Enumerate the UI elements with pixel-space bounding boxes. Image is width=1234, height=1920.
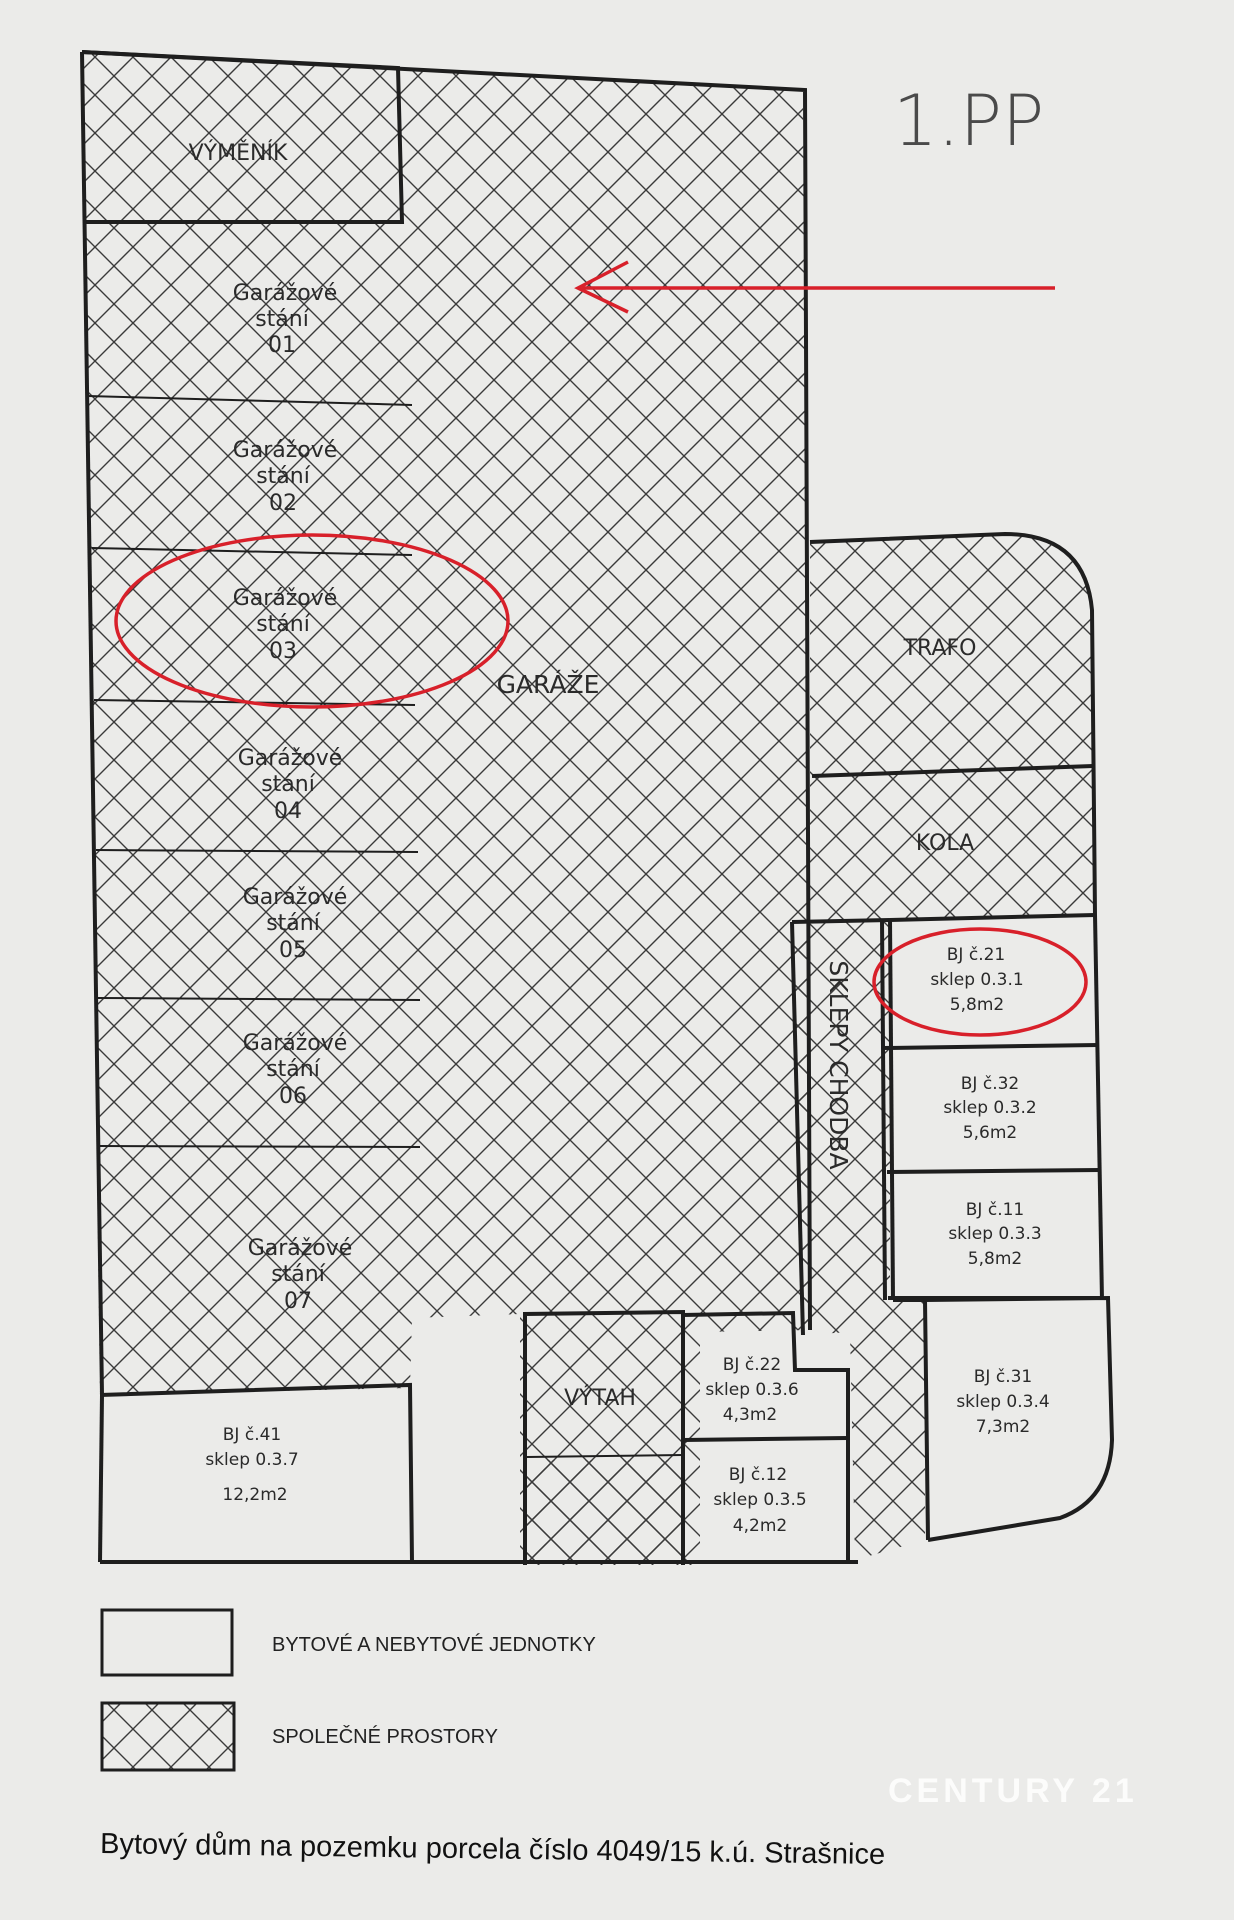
legend-swatch-common-fill: [102, 1703, 234, 1770]
parking-line2: stání: [271, 1262, 326, 1287]
parking-line1: Garážové: [248, 1236, 353, 1261]
parking-number: 03: [269, 639, 297, 664]
room-vytah: VÝTAH: [564, 1385, 636, 1411]
parking-line1: Garážové: [233, 586, 338, 611]
parking-number: 01: [268, 333, 296, 358]
cellar-area: 5,6m2: [963, 1123, 1017, 1143]
parking-line2: stání: [261, 772, 316, 797]
parking-number: 02: [269, 491, 297, 516]
room-kola: KOLA: [916, 831, 974, 856]
cellar-bj-21: BJ č.21 sklep 0.3.1 5,8m2: [930, 945, 1023, 1015]
parking-line2: stání: [255, 307, 310, 332]
cellar-number: sklep 0.3.3: [948, 1224, 1041, 1244]
cellar-area: 5,8m2: [968, 1249, 1022, 1269]
legend: BYTOVÉ A NEBYTOVÉ JEDNOTKY SPOLEČNÉ PROS…: [100, 1608, 596, 1772]
parking-05: Garážové stání 05: [243, 885, 348, 963]
legend-swatch-units: [100, 1608, 234, 1677]
room-garaze: GARÁŽE: [497, 670, 600, 699]
cellar-bj: BJ č.11: [966, 1200, 1024, 1220]
legend-label-units: BYTOVÉ A NEBYTOVÉ JEDNOTKY: [272, 1633, 596, 1656]
parking-03: Garážové stání 03: [233, 586, 338, 664]
cellar-area: 4,3m2: [723, 1405, 777, 1425]
century21-watermark: CENTURY 21: [888, 1772, 1138, 1810]
cellar-bj: BJ č.32: [961, 1074, 1019, 1094]
cellar-bj-32: BJ č.32 sklep 0.3.2 5,6m2: [943, 1074, 1036, 1143]
cellar-bj: BJ č.21: [947, 945, 1005, 965]
parking-02: Garážové stání 02: [233, 438, 338, 516]
cellar-number: sklep 0.3.1: [930, 970, 1023, 990]
walls: [80, 50, 1115, 1565]
cellar-bj-11: BJ č.11 sklep 0.3.3 5,8m2: [948, 1200, 1041, 1269]
parking-line1: Garážové: [233, 438, 338, 463]
cellar-area: 5,8m2: [950, 995, 1004, 1015]
cellar-bj: BJ č.41: [223, 1425, 281, 1445]
parking-number: 06: [279, 1084, 307, 1109]
cellar-bj-41: BJ č.41 sklep 0.3.7 12,2m2: [205, 1425, 298, 1505]
cellar-number: sklep 0.3.7: [205, 1450, 298, 1470]
cellar-area: 4,2m2: [733, 1516, 787, 1536]
parking-number: 05: [279, 938, 307, 963]
red-arrow-head: [574, 260, 629, 314]
cellar-number: sklep 0.3.2: [943, 1098, 1036, 1118]
cellar-area: 12,2m2: [222, 1485, 287, 1505]
parking-line1: Garážové: [238, 746, 343, 771]
cellar-bj: BJ č.31: [974, 1367, 1032, 1387]
cellar-bj: BJ č.22: [723, 1355, 781, 1375]
common-areas-hatched: [82, 52, 1095, 1565]
parking-04: Garážové stání 04: [238, 746, 343, 824]
parking-line2: stání: [256, 464, 311, 489]
parking-line2: stání: [266, 911, 321, 936]
cellar-number: sklep 0.3.6: [705, 1380, 798, 1400]
red-annotations: [114, 260, 1088, 1037]
cellar-bj-31: BJ č.31 sklep 0.3.4 7,3m2: [956, 1367, 1049, 1437]
parking-line1: Garážové: [243, 1031, 348, 1056]
parking-line2: stání: [256, 612, 311, 637]
cellar-bj: BJ č.12: [729, 1465, 787, 1485]
cellar-number: sklep 0.3.5: [713, 1490, 806, 1510]
cellar-area: 7,3m2: [976, 1417, 1030, 1437]
red-circle-bj-21: [872, 927, 1088, 1037]
red-circle-parking-03: [114, 533, 510, 709]
floor-label: 1.PP: [893, 80, 1044, 162]
parking-line1: Garážové: [243, 885, 348, 910]
parking-line2: stání: [266, 1057, 321, 1082]
cellar-number: sklep 0.3.4: [956, 1392, 1049, 1412]
parking-number: 07: [284, 1289, 312, 1314]
parking-line1: Garážové: [233, 281, 338, 306]
room-vymenik: VÝMĚNÍK: [189, 140, 288, 166]
room-sklepy-chodba: SKLEPY CHODBA: [824, 960, 853, 1169]
cellar-bj-22: BJ č.22 sklep 0.3.6 4,3m2: [705, 1355, 798, 1425]
parking-number: 04: [274, 799, 302, 824]
room-trafo: TRAFO: [903, 636, 977, 661]
parking-01: Garážové stání 01: [233, 281, 338, 358]
legend-label-common: SPOLEČNÉ PROSTORY: [272, 1725, 498, 1748]
parking-06: Garážové stání 06: [243, 1031, 348, 1109]
parking-07: Garážové stání 07: [248, 1236, 353, 1314]
cellar-bj-12: BJ č.12 sklep 0.3.5 4,2m2: [713, 1465, 806, 1536]
legend-swatch-common: [100, 1701, 236, 1772]
